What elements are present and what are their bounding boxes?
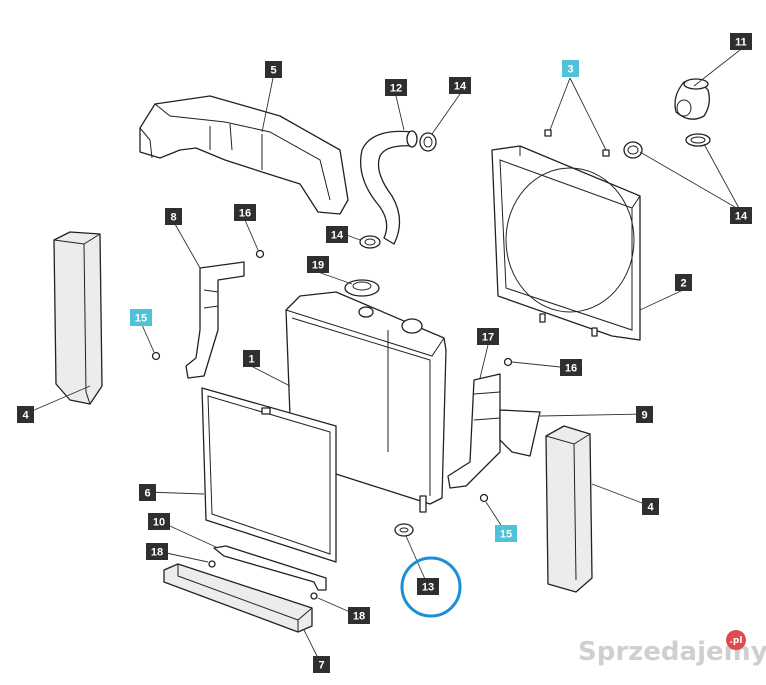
- svg-text:8: 8: [170, 212, 176, 224]
- fan-shroud-part: [491, 145, 641, 341]
- callout-18-left: 18: [146, 543, 168, 560]
- callout-14-top: 14: [449, 77, 471, 94]
- svg-text:12: 12: [390, 83, 402, 95]
- callout-9: 9: [636, 406, 653, 423]
- svg-text:7: 7: [318, 660, 324, 672]
- svg-text:.pl: .pl: [730, 636, 743, 646]
- svg-text:17: 17: [482, 332, 494, 344]
- callout-1: 1: [243, 350, 260, 367]
- svg-text:19: 19: [312, 260, 324, 272]
- svg-text:18: 18: [353, 611, 365, 623]
- svg-text:16: 16: [565, 363, 577, 375]
- callout-15-right: 15: [495, 525, 517, 542]
- callout-10: 10: [148, 513, 170, 530]
- foam-block-right-part: [545, 425, 593, 593]
- svg-text:9: 9: [641, 410, 647, 422]
- svg-text:15: 15: [500, 529, 512, 541]
- callout-18-right: 18: [348, 607, 370, 624]
- bolt-part: [544, 129, 610, 157]
- callout-17: 17: [477, 328, 499, 345]
- svg-text:10: 10: [153, 517, 165, 529]
- upper-hose-part: [359, 130, 418, 245]
- highlight-ring: [400, 556, 462, 618]
- right-bracket-part: [447, 373, 541, 489]
- callout-14-left: 14: [326, 226, 348, 243]
- callout-8: 8: [165, 208, 182, 225]
- hose-clamp-part: [359, 132, 711, 249]
- drain-plug-part: [394, 523, 414, 537]
- svg-text:15: 15: [135, 313, 147, 325]
- svg-text:1: 1: [248, 354, 254, 366]
- callout-4-left: 4: [17, 406, 34, 423]
- svg-text:4: 4: [22, 410, 29, 422]
- svg-text:14: 14: [331, 230, 344, 242]
- svg-text:6: 6: [144, 488, 150, 500]
- svg-text:14: 14: [735, 211, 748, 223]
- elbow-fitting-part: [674, 78, 710, 120]
- callout-12: 12: [385, 79, 407, 96]
- callout-5: 5: [265, 61, 282, 78]
- callout-19: 19: [307, 256, 329, 273]
- svg-text:11: 11: [735, 37, 747, 49]
- svg-text:16: 16: [239, 208, 251, 220]
- condenser-frame-part: [201, 387, 337, 563]
- left-bracket-part: [185, 261, 245, 379]
- screw-part: [151, 249, 513, 600]
- watermark: Sprzedajemy .pl: [578, 630, 766, 667]
- svg-text:14: 14: [454, 81, 467, 93]
- callout-2: 2: [675, 274, 692, 291]
- lower-seal-part: [163, 563, 313, 633]
- callout-3: 3: [562, 60, 579, 77]
- callout-16-top: 16: [234, 204, 256, 221]
- callout-16-right: 16: [560, 359, 582, 376]
- air-duct-part: [139, 95, 349, 215]
- callout-7: 7: [313, 656, 330, 673]
- watermark-badge: [726, 630, 746, 650]
- callout-15-left: 15: [130, 309, 152, 326]
- svg-text:5: 5: [270, 65, 276, 77]
- callout-14-right: 14: [730, 207, 752, 224]
- lower-clip-part: [213, 545, 327, 591]
- svg-text:18: 18: [151, 547, 163, 559]
- callout-4-right: 4: [642, 498, 659, 515]
- svg-text:4: 4: [647, 502, 654, 514]
- foam-block-left-part: [53, 231, 103, 405]
- svg-text:3: 3: [567, 64, 573, 76]
- callout-13[interactable]: 13: [417, 578, 439, 595]
- svg-text:13: 13: [422, 582, 434, 594]
- svg-text:2: 2: [680, 278, 686, 290]
- callout-6: 6: [139, 484, 156, 501]
- radiator-cap-part: [344, 279, 380, 297]
- callout-11: 11: [730, 33, 752, 50]
